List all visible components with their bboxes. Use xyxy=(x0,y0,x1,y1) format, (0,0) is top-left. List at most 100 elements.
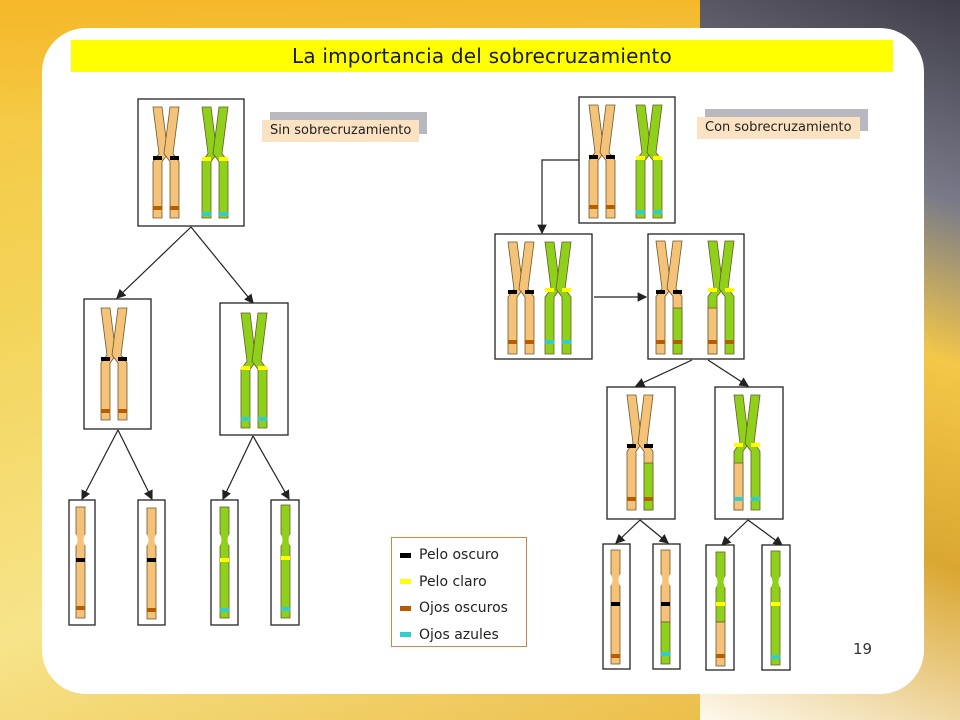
legend-label: Pelo claro xyxy=(419,573,487,590)
gene-band xyxy=(661,602,670,606)
chromosome-x xyxy=(152,106,180,219)
exchanged-segment xyxy=(707,307,718,355)
chromatid-segment xyxy=(610,549,621,665)
gene-band xyxy=(611,602,620,606)
gene-band xyxy=(636,210,645,214)
gene-band xyxy=(562,288,571,292)
gene-band xyxy=(508,340,517,344)
centromere-notch xyxy=(610,574,613,586)
chromatid-right xyxy=(646,104,663,219)
centromere-notch xyxy=(83,534,86,546)
centromere-notch xyxy=(668,574,671,586)
legend-item-pelo-oscuro: Pelo oscuro xyxy=(400,542,526,569)
arrow xyxy=(707,359,750,387)
chromatid-right xyxy=(251,312,268,429)
legend-swatch xyxy=(400,552,411,558)
gene-band xyxy=(725,340,734,344)
centromere-notch xyxy=(715,576,718,588)
gene-band xyxy=(636,156,645,160)
gene-band xyxy=(771,602,780,606)
gene-band xyxy=(673,340,682,344)
legend-item-pelo-claro: Pelo claro xyxy=(400,569,526,596)
gene-band xyxy=(562,340,571,344)
exchanged-segment xyxy=(733,462,744,511)
chromosome-x xyxy=(626,394,654,511)
centromere-notch xyxy=(660,574,663,586)
gene-band xyxy=(101,357,110,361)
legend-swatch xyxy=(400,605,411,611)
legend-label: Ojos azules xyxy=(419,626,499,643)
chromatid xyxy=(610,549,621,665)
gene-band xyxy=(734,443,743,447)
arrow xyxy=(639,519,669,544)
legend-swatch xyxy=(400,579,411,585)
gene-band xyxy=(258,366,267,370)
centromere-notch xyxy=(75,534,78,546)
gene-band xyxy=(656,340,665,344)
gene-band xyxy=(589,155,598,159)
gene-band xyxy=(147,608,156,612)
chromatid xyxy=(146,507,157,620)
chromatid-right xyxy=(212,106,229,219)
gene-band xyxy=(627,497,636,501)
gene-band xyxy=(734,497,743,501)
cell-frame xyxy=(83,298,152,430)
gene-band xyxy=(241,366,250,370)
cell-frame xyxy=(606,386,676,520)
gene-band xyxy=(525,290,534,294)
arrow xyxy=(747,519,783,546)
gene-band xyxy=(170,206,179,210)
gene-band xyxy=(258,417,267,421)
chromatid-segment xyxy=(660,621,671,665)
chromatid-segment xyxy=(660,549,671,623)
chromosome-x xyxy=(100,307,128,421)
centromere-notch xyxy=(219,534,222,546)
label-sin-sobrecruzamiento: Sin sobrecruzamiento xyxy=(262,120,420,142)
chromatid-segment xyxy=(75,506,86,619)
gene-band xyxy=(708,288,717,292)
gene-band xyxy=(219,157,228,161)
arrow xyxy=(634,359,693,387)
gene-band xyxy=(716,654,725,658)
gene-band xyxy=(545,288,554,292)
gene-band xyxy=(611,654,620,658)
label-con-sobrecruzamiento: Con sobrecruzamiento xyxy=(697,117,860,139)
chromatid-left xyxy=(635,104,652,219)
legend-swatch xyxy=(400,632,411,638)
centromere-notch xyxy=(618,574,621,586)
arrow xyxy=(252,435,290,501)
arrow xyxy=(117,429,153,501)
gene-band xyxy=(653,156,662,160)
gene-band xyxy=(153,206,162,210)
legend-label: Ojos oscuros xyxy=(419,600,508,617)
page-number: 19 xyxy=(853,640,873,658)
gene-band xyxy=(644,497,653,501)
chromosome-x xyxy=(201,106,229,219)
arrow xyxy=(222,435,254,501)
chromatid-segment xyxy=(219,506,230,619)
arrow xyxy=(81,429,119,501)
gene-band xyxy=(606,205,615,209)
gene-band xyxy=(751,443,760,447)
exchanged-segment xyxy=(672,307,683,355)
gene-band xyxy=(101,409,110,413)
gene-band xyxy=(525,340,534,344)
chromatid-left xyxy=(240,312,257,429)
arrow xyxy=(721,519,749,546)
chromatid-segment xyxy=(280,504,291,619)
centromere-notch xyxy=(723,576,726,588)
gene-band xyxy=(170,156,179,160)
gene-band xyxy=(220,608,229,612)
exchanged-segment xyxy=(643,462,654,511)
legend-item-ojos-azules: Ojos azules xyxy=(400,622,526,649)
gene-band xyxy=(661,652,670,656)
gene-band xyxy=(545,340,554,344)
gene-band xyxy=(708,340,717,344)
gene-band xyxy=(656,290,665,294)
gene-band xyxy=(153,156,162,160)
gene-band xyxy=(219,212,228,216)
centromere-notch xyxy=(280,534,283,546)
arrow xyxy=(116,226,192,299)
chromosome-x xyxy=(635,104,663,219)
gene-band xyxy=(147,558,156,562)
